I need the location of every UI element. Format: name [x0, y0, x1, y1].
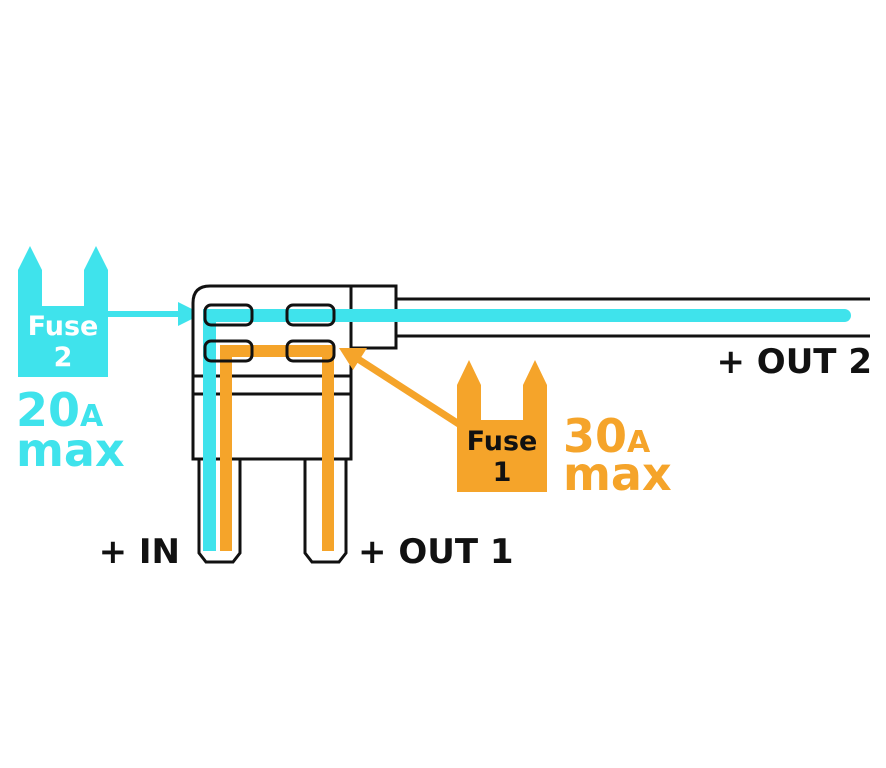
fuse1-path-right: [322, 345, 334, 551]
fuse1-rating: 30A: [563, 409, 651, 463]
fuse1-path-left: [220, 345, 232, 551]
fuse2-path-horizontal: [203, 309, 851, 322]
fuse1-label-line2: 1: [493, 457, 512, 488]
fuse1-arrow-head: [339, 348, 367, 370]
fuse2-label-line1: Fuse: [28, 311, 99, 342]
fuse2-rating-max: max: [16, 423, 125, 477]
fuse1-rating-max: max: [563, 447, 672, 501]
in-label: + IN: [99, 532, 180, 572]
fuse-slot-bottom-right: [285, 339, 336, 363]
fuse1-arrow-line: [356, 356, 467, 431]
fuse2-rating-unit: A: [80, 399, 104, 434]
fuse2-path-vertical: [203, 309, 216, 551]
out2-label: + OUT 2: [716, 342, 872, 382]
fuse-tap-body: [191, 284, 353, 461]
fuse2-label-line2: 2: [54, 342, 73, 373]
fuse2-rating: 20A: [16, 383, 104, 437]
fuse-slot-bottom-left: [203, 339, 254, 363]
fuse2-icon: [18, 246, 108, 377]
fuse-slot-top-left: [203, 303, 254, 327]
fuse1-label-line1: Fuse: [467, 426, 538, 457]
fuse2-arrow-head: [178, 302, 202, 326]
fuse1-rating-value: 30: [563, 409, 627, 463]
fuse1-path-top: [220, 345, 334, 357]
fuse2-rating-value: 20: [16, 383, 80, 437]
fuse1-rating-unit: A: [627, 425, 651, 460]
out1-label: + OUT 1: [358, 532, 514, 572]
fuse-slot-top-right: [285, 303, 336, 327]
fuse1-icon: [457, 360, 547, 492]
